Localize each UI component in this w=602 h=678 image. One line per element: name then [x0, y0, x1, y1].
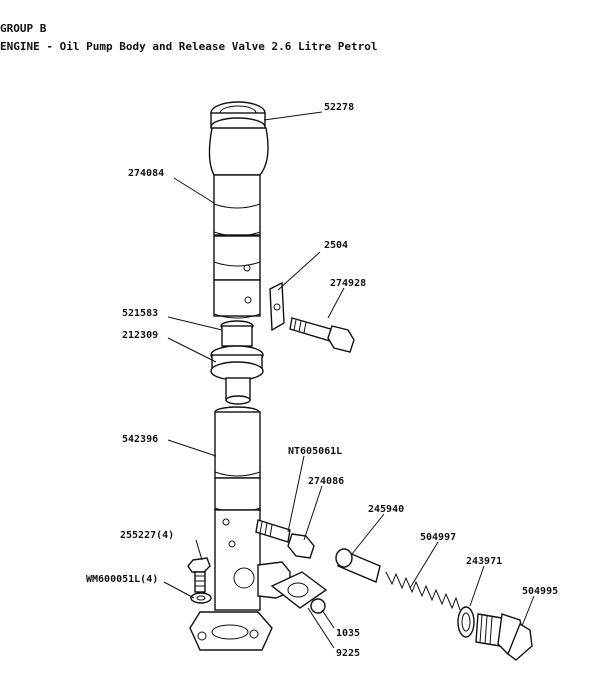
callout-504995: 504995: [522, 586, 558, 597]
callout-504997: 504997: [420, 532, 456, 543]
leader-2504: [277, 251, 321, 291]
leader-212309: [167, 337, 217, 363]
spring-504997: [385, 571, 461, 611]
ball-1035: [310, 598, 326, 614]
washer-WM600051L: [190, 592, 212, 604]
gasket-9225: [270, 571, 328, 609]
bolt-255227: [187, 557, 211, 593]
washer-212309: [210, 345, 264, 381]
lock-plate-2504: [269, 281, 285, 332]
spacer: [225, 377, 251, 405]
leader-274928: [327, 287, 345, 319]
leader-255227: [195, 539, 203, 561]
bolt-274928: [289, 317, 355, 353]
callout-2504: 2504: [324, 240, 348, 251]
ring-521583: [220, 320, 254, 347]
callout-WM600051L: WM600051L(4): [86, 574, 158, 585]
top-cap-52278: [210, 101, 266, 137]
group-label: GROUP B: [0, 22, 47, 35]
leader-9225: [307, 607, 335, 649]
callout-274928: 274928: [330, 278, 366, 289]
washer-243971: [457, 606, 475, 638]
callout-255227: 255227(4): [120, 530, 174, 541]
cap-nut-504995: [475, 613, 533, 661]
callout-52278: 52278: [324, 102, 354, 113]
callout-245940: 245940: [368, 504, 404, 515]
callout-NT605061L: NT605061L: [288, 446, 342, 457]
leader-WM600051L: [163, 581, 195, 599]
callout-274086: 274086: [308, 476, 344, 487]
bolt-NT605061L: [255, 519, 291, 543]
callout-274084: 274084: [128, 168, 164, 179]
callout-521583: 521583: [122, 308, 158, 319]
callout-212309: 212309: [122, 330, 158, 341]
leader-1035: [321, 609, 335, 629]
leader-504997: [409, 541, 439, 589]
callout-9225: 9225: [336, 648, 360, 659]
leader-52278: [263, 111, 323, 121]
leader-504995: [521, 595, 535, 627]
leader-245940: [351, 513, 385, 555]
callout-243971: 243971: [466, 556, 502, 567]
callout-1035: 1035: [336, 628, 360, 639]
leader-NT605061L: [287, 455, 305, 533]
upper-body-274084: [208, 127, 269, 319]
page-title: ENGINE - Oil Pump Body and Release Valve…: [0, 40, 378, 53]
leader-521583: [167, 316, 223, 331]
leader-243971: [469, 565, 485, 607]
leader-274084: [173, 177, 215, 204]
callout-542396: 542396: [122, 434, 158, 445]
plunger-245940: [335, 548, 381, 583]
lower-body-542396: [214, 406, 261, 611]
base-flange: [189, 611, 273, 651]
nut-274086: [287, 533, 315, 559]
leader-542396: [167, 439, 217, 457]
leader-274086: [303, 485, 323, 541]
